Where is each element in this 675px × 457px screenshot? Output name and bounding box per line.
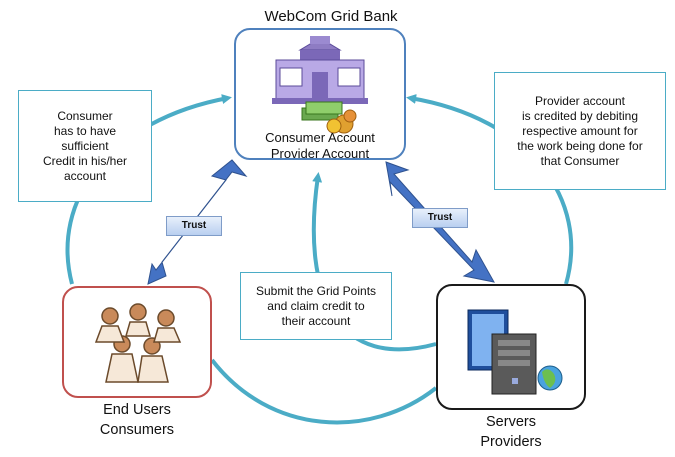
consumers-node xyxy=(62,286,212,398)
bank-building-icon xyxy=(272,36,368,104)
provider-credit-note: Provider account is credited by debiting… xyxy=(494,72,666,190)
people-group-icon xyxy=(94,303,182,383)
providers-node xyxy=(436,284,586,410)
note-line: and claim credit to xyxy=(267,298,365,313)
note-line: Submit the Grid Points xyxy=(255,283,377,298)
trust-arrow-left xyxy=(147,159,248,285)
server-icon xyxy=(467,309,563,395)
trust-label-right: Trust xyxy=(412,208,468,228)
providers-line-2: Providers xyxy=(480,434,542,450)
bank-title: WebCom Grid Bank xyxy=(264,8,398,25)
bank-node: Consumer Account Provider Account xyxy=(234,28,406,161)
note-line: Consumer xyxy=(57,108,113,123)
consumer-credit-note: Consumer has to have sufficient Credit i… xyxy=(18,90,152,202)
providers-line-1: Servers xyxy=(486,414,536,430)
note-line: account xyxy=(63,168,107,183)
note-line: sufficient xyxy=(61,138,109,153)
bank-line-2: Provider Account xyxy=(270,146,370,161)
submit-grid-points-note: Submit the Grid Points and claim credit … xyxy=(240,272,392,340)
trust-label-left: Trust xyxy=(166,216,222,236)
providers-caption: Servers Providers xyxy=(444,412,578,452)
note-line: respective amount for xyxy=(522,123,638,138)
cycle-arrow-bottom xyxy=(210,358,438,425)
note-line: the work being done for xyxy=(517,138,643,153)
trust-arrow-right xyxy=(385,161,495,283)
consumers-line-2: Consumers xyxy=(99,422,175,438)
note-line: Provider account xyxy=(534,93,626,108)
money-stack-icon xyxy=(301,101,357,134)
note-line: Credit in his/her xyxy=(42,153,128,168)
note-line: their account xyxy=(281,313,351,328)
note-line: that Consumer xyxy=(540,153,620,168)
note-line: has to have xyxy=(53,123,117,138)
consumers-caption: End Users Consumers xyxy=(70,400,204,440)
consumers-line-1: End Users xyxy=(103,402,171,418)
note-line: is credited by debiting xyxy=(521,108,639,123)
bank-line-1: Consumer Account xyxy=(265,130,375,145)
